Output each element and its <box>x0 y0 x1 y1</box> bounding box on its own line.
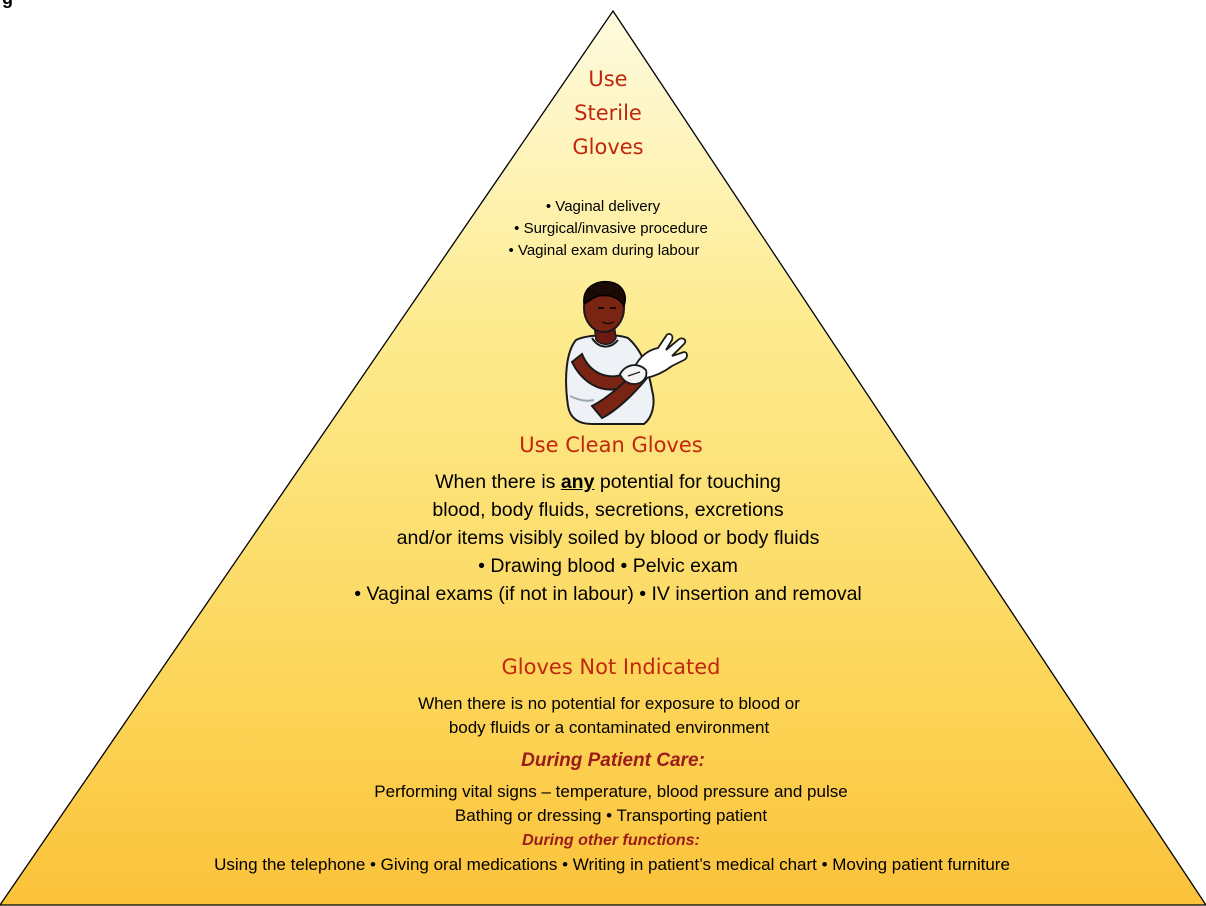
list-item: • Vaginal delivery <box>545 198 661 215</box>
heading-line-1: Use <box>588 67 628 91</box>
page-label: g <box>2 0 13 9</box>
heading-line-3: Gloves <box>572 135 644 159</box>
clean-gloves-line-5: • Vaginal exams (if not in labour) • IV … <box>354 583 862 605</box>
patient-care-subheading: During Patient Care: <box>521 750 705 771</box>
other-functions-subheading: During other functions: <box>522 832 700 849</box>
heading-line-2: Sterile <box>574 101 642 125</box>
patient-care-text: Performing vital signs – temperature, bl… <box>8 780 1206 828</box>
other-functions-text: Using the telephone • Giving oral medica… <box>214 855 1010 874</box>
not-indicated-text: When there is no potential for exposure … <box>6 692 1206 740</box>
sterile-gloves-list: • Vaginal delivery • Surgical/invasive p… <box>406 196 806 262</box>
list-item: • Surgical/invasive procedure <box>514 220 708 237</box>
not-indicated-line-1: When there is no potential for exposure … <box>418 694 800 713</box>
clean-gloves-text: When there is any potential for touching… <box>5 468 1206 608</box>
list-item: • Vaginal exam during labour <box>508 242 700 259</box>
line1-after: potential for touching <box>594 471 781 493</box>
gloves-not-indicated-heading: Gloves Not Indicated <box>501 655 721 679</box>
clean-gloves-line-1: When there is any potential for touching <box>5 468 1206 496</box>
clean-gloves-line-4: • Drawing blood • Pelvic exam <box>478 555 738 577</box>
clean-gloves-heading: Use Clean Gloves <box>519 433 703 457</box>
patient-care-line-2: Bathing or dressing • Transporting patie… <box>454 806 768 825</box>
clean-gloves-line-2: blood, body fluids, secretions, excretio… <box>432 499 784 521</box>
pyramid-shape <box>0 9 1206 906</box>
patient-care-line-1: Performing vital signs – temperature, bl… <box>374 782 848 801</box>
clean-gloves-line-3: and/or items visibly soiled by blood or … <box>396 527 820 549</box>
person-putting-on-gloves-icon <box>565 280 688 425</box>
not-indicated-line-2: body fluids or a contaminated environmen… <box>448 718 770 737</box>
any-emphasis: any <box>560 471 595 493</box>
line1-before: When there is <box>435 471 561 493</box>
